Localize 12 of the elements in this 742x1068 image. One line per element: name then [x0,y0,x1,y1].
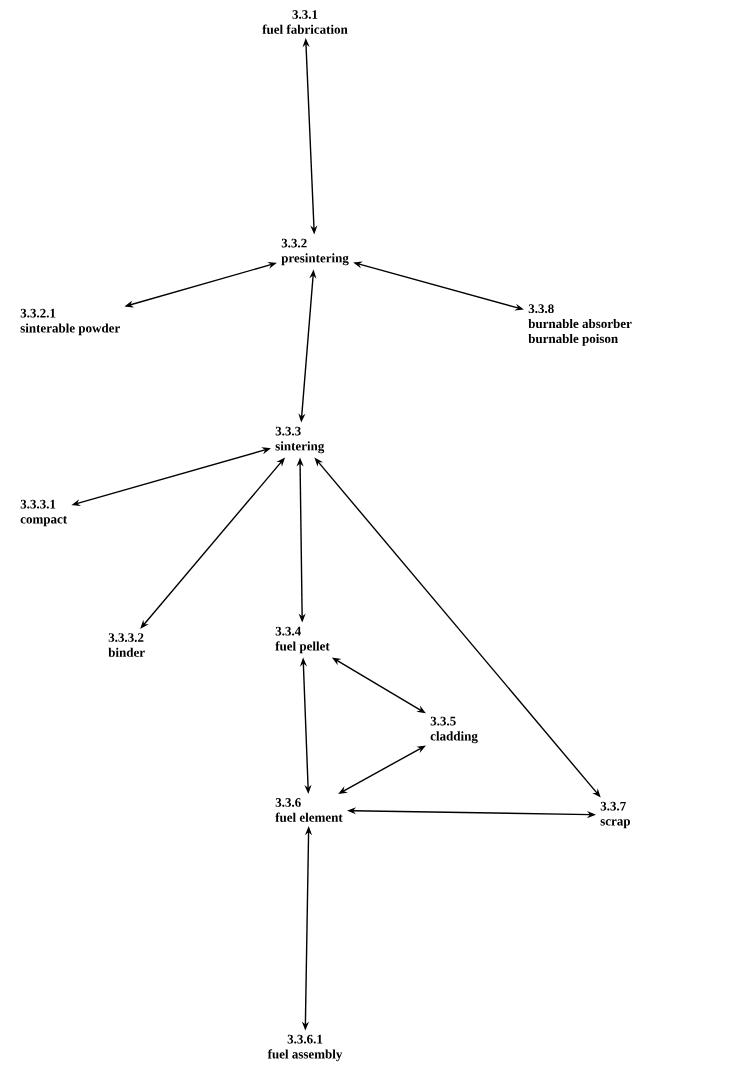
term-label: 3.3.4 fuel pellet [275,626,330,654]
term-label: 3.3.3.1 compact [20,499,68,527]
term-label: 3.3.6.1 fuel assembly [267,1034,343,1062]
term-label: 3.3.2.1 sinterable powder [20,308,120,336]
term-label: 3.3.3.2 binder [108,633,145,657]
term-label: 3.3.8 burnable absorber burnable poison [528,304,632,346]
term-label: 3.3.2 presintering [281,238,349,266]
term-label: 3.3.3 sintering [275,426,325,454]
term-label: 3.3.5 cladding [430,716,478,744]
term-label: 3.3.1 fuel fabrication [262,10,348,34]
term-label: 3.3.7 scrap [600,801,630,829]
term-label: 3.3.6 fuel element [275,798,343,822]
